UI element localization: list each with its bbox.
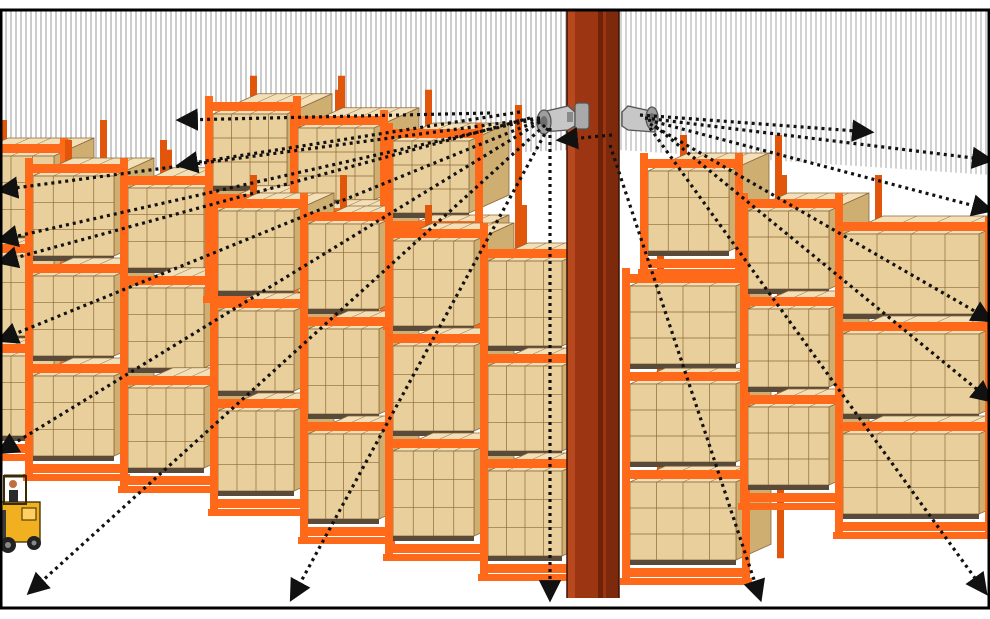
sound-path-arrow <box>0 116 541 247</box>
sound-path-arrow <box>175 110 521 174</box>
sound-coverage-arrows <box>0 108 990 603</box>
sound-path-arrow <box>175 108 491 131</box>
diagram-frame <box>0 8 990 610</box>
sound-path-arrow <box>608 144 765 603</box>
pallet-load <box>842 415 990 519</box>
sound-path-arrow <box>647 118 990 217</box>
sound-path-arrow <box>0 120 541 455</box>
forklift-icon <box>0 474 41 553</box>
rack-bay <box>638 135 782 276</box>
pallet-load <box>842 215 990 319</box>
sound-path-arrow <box>653 124 990 403</box>
sound-path-arrow <box>0 118 541 344</box>
sound-path-arrow <box>555 127 613 150</box>
sound-path-arrow <box>644 116 990 169</box>
speaker-icon <box>621 105 659 133</box>
sound-path-arrow <box>0 116 531 269</box>
sound-path-arrow <box>649 122 990 323</box>
sound-path-arrow <box>289 127 550 602</box>
sound-path-arrow <box>648 127 988 596</box>
pallet-load <box>842 315 990 419</box>
support-column <box>566 10 620 598</box>
rack-bay <box>833 198 990 539</box>
